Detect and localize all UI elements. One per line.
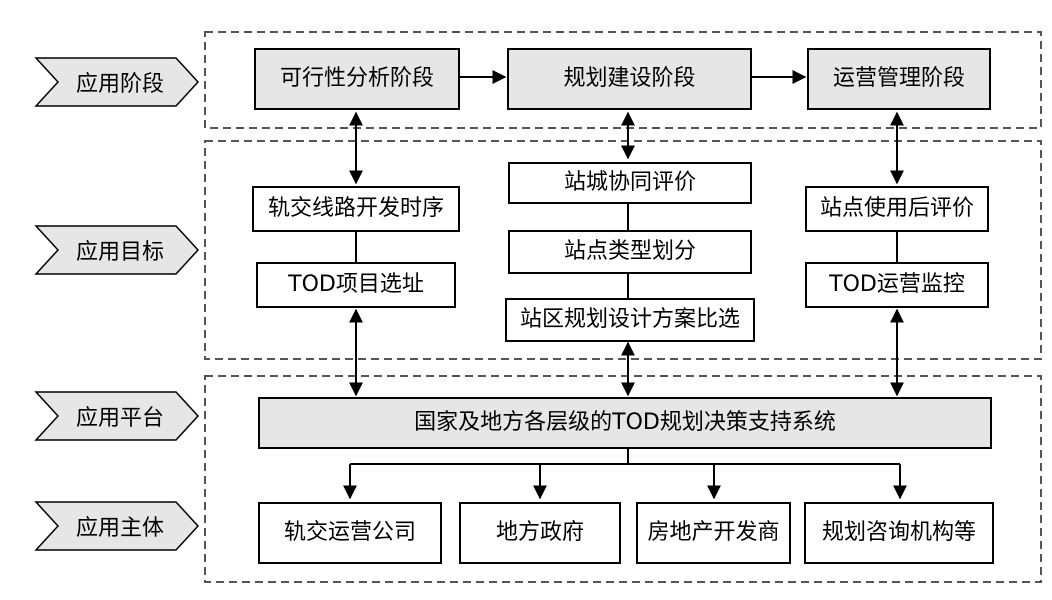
target-box-station-city-evaluation: 站城协同评价 [508,162,752,204]
stage-group-frame [204,31,1042,129]
actor-box-real-estate-developer: 房地产开发商 [636,502,791,564]
layer-chevron-shape-platform [34,391,200,441]
stage-box-operation-management: 运营管理阶段 [807,48,991,110]
target-box-line-development-sequence: 轨交线路开发时序 [252,186,460,232]
target-box-station-area-plan-comparison: 站区规划设计方案比选 [505,298,755,342]
actor-box-transit-operator: 轨交运营公司 [258,502,442,564]
layer-chevron-shape-target [34,225,200,275]
layer-label-target: 应用目标 [75,240,164,265]
platform-box-tod-decision-support-system: 国家及地方各层级的TOD规划决策支持系统 [258,397,992,449]
layer-label-stage: 应用阶段 [75,72,164,97]
target-box-tod-site-selection: TOD项目选址 [256,262,456,308]
actor-box-local-government: 地方政府 [459,502,621,564]
stage-box-planning-construction: 规划建设阶段 [507,48,752,110]
stage-box-feasibility: 可行性分析阶段 [254,48,460,110]
layer-chevron-shape-stage [34,57,200,107]
target-box-tod-operation-monitoring: TOD运营监控 [805,262,989,308]
layer-label-actor: 应用主体 [75,516,164,541]
target-box-station-type-classification: 站点类型划分 [508,230,752,274]
layer-chevron-shape-actor [34,501,200,551]
layer-label-platform: 应用平台 [75,406,164,431]
actor-box-planning-consultancy: 规划咨询机构等 [804,502,994,564]
target-box-post-occupancy-evaluation: 站点使用后评价 [805,186,989,232]
